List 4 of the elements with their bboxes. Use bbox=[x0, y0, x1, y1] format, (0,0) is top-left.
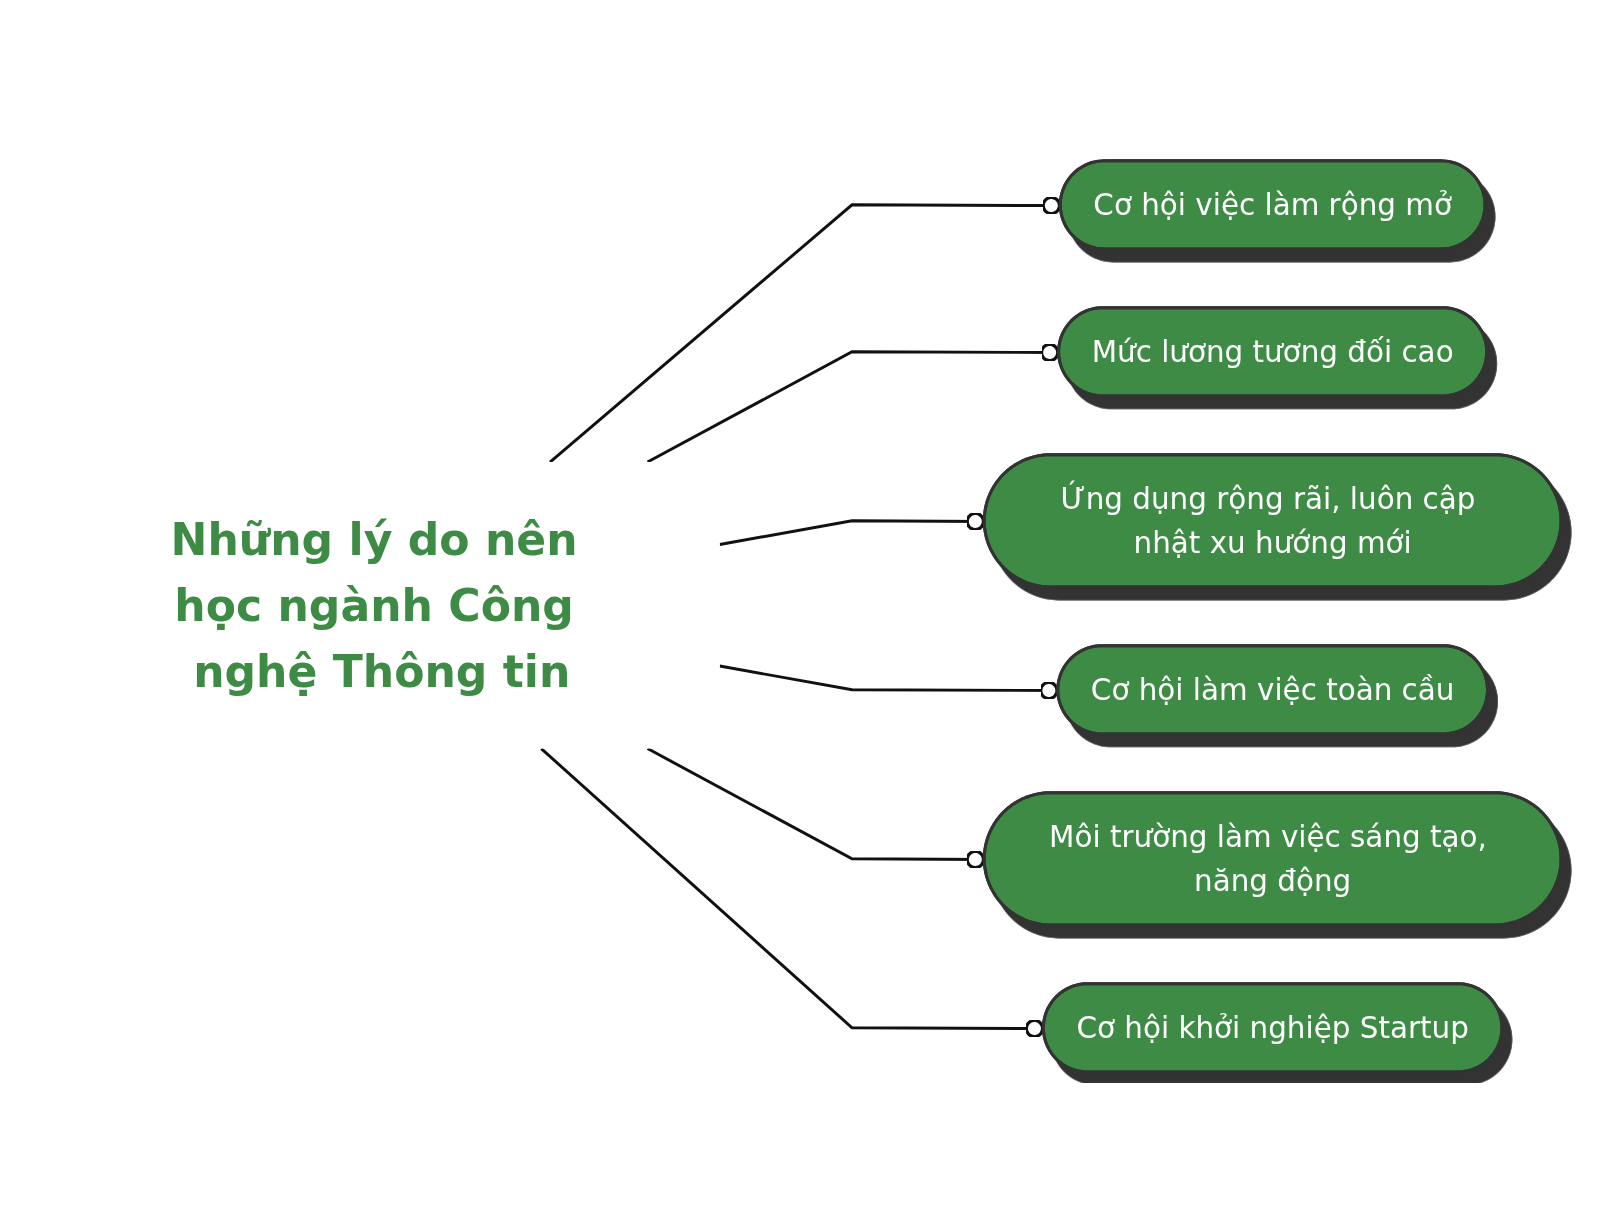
connector bbox=[719, 664, 1059, 700]
connector bbox=[646, 342, 1060, 463]
connector bbox=[549, 195, 1062, 463]
node-text: Những lý do nên học ngành Công nghệ Thông tin bbox=[170, 513, 578, 697]
